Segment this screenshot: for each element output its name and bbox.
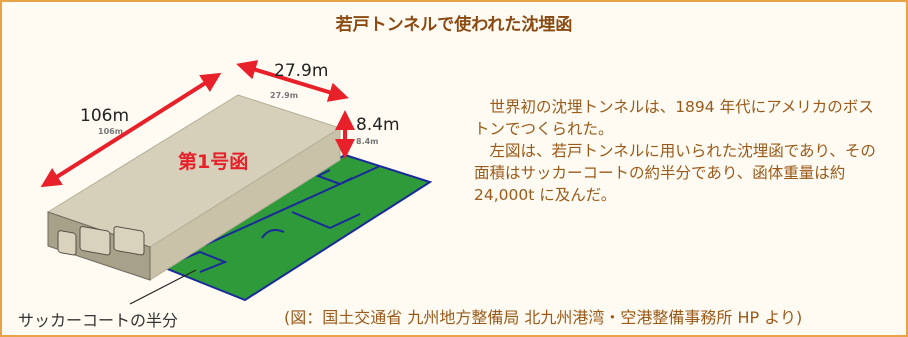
length-small-label: 106m — [98, 127, 123, 136]
width-label: 27.9m — [274, 61, 328, 81]
length-arrow — [40, 72, 222, 188]
soccer-pointer-line — [129, 269, 197, 305]
height-label: 8.4m — [356, 115, 400, 135]
height-small-label: 8.4m — [356, 137, 379, 146]
width-small-label: 27.9m — [270, 91, 298, 100]
figure-title: 若戸トンネルで使われた沈埋函 — [335, 15, 573, 35]
description-paragraph-2: 左図は、若戸トンネルに用いられた沈埋函であり、その面積はサッカーコートの約半分で… — [474, 142, 876, 204]
field-lines — [174, 165, 381, 273]
length-label: 106m — [80, 106, 129, 126]
source-credit: (図：国土交通省 九州地方整備局 北九州港湾・空港整備事務所 HP より) — [284, 308, 803, 327]
width-arrow — [236, 60, 349, 102]
caisson-openings — [57, 226, 145, 256]
caisson-label: 第1号函 — [178, 150, 248, 173]
description: 世界初の沈埋トンネルは、1894 年代にアメリカのボストンでつくられた。 左図は… — [474, 96, 884, 206]
description-paragraph-1: 世界初の沈埋トンネルは、1894 年代にアメリカのボストンでつくられた。 — [474, 98, 874, 138]
soccer-court-label: サッカーコートの半分 — [18, 311, 179, 330]
